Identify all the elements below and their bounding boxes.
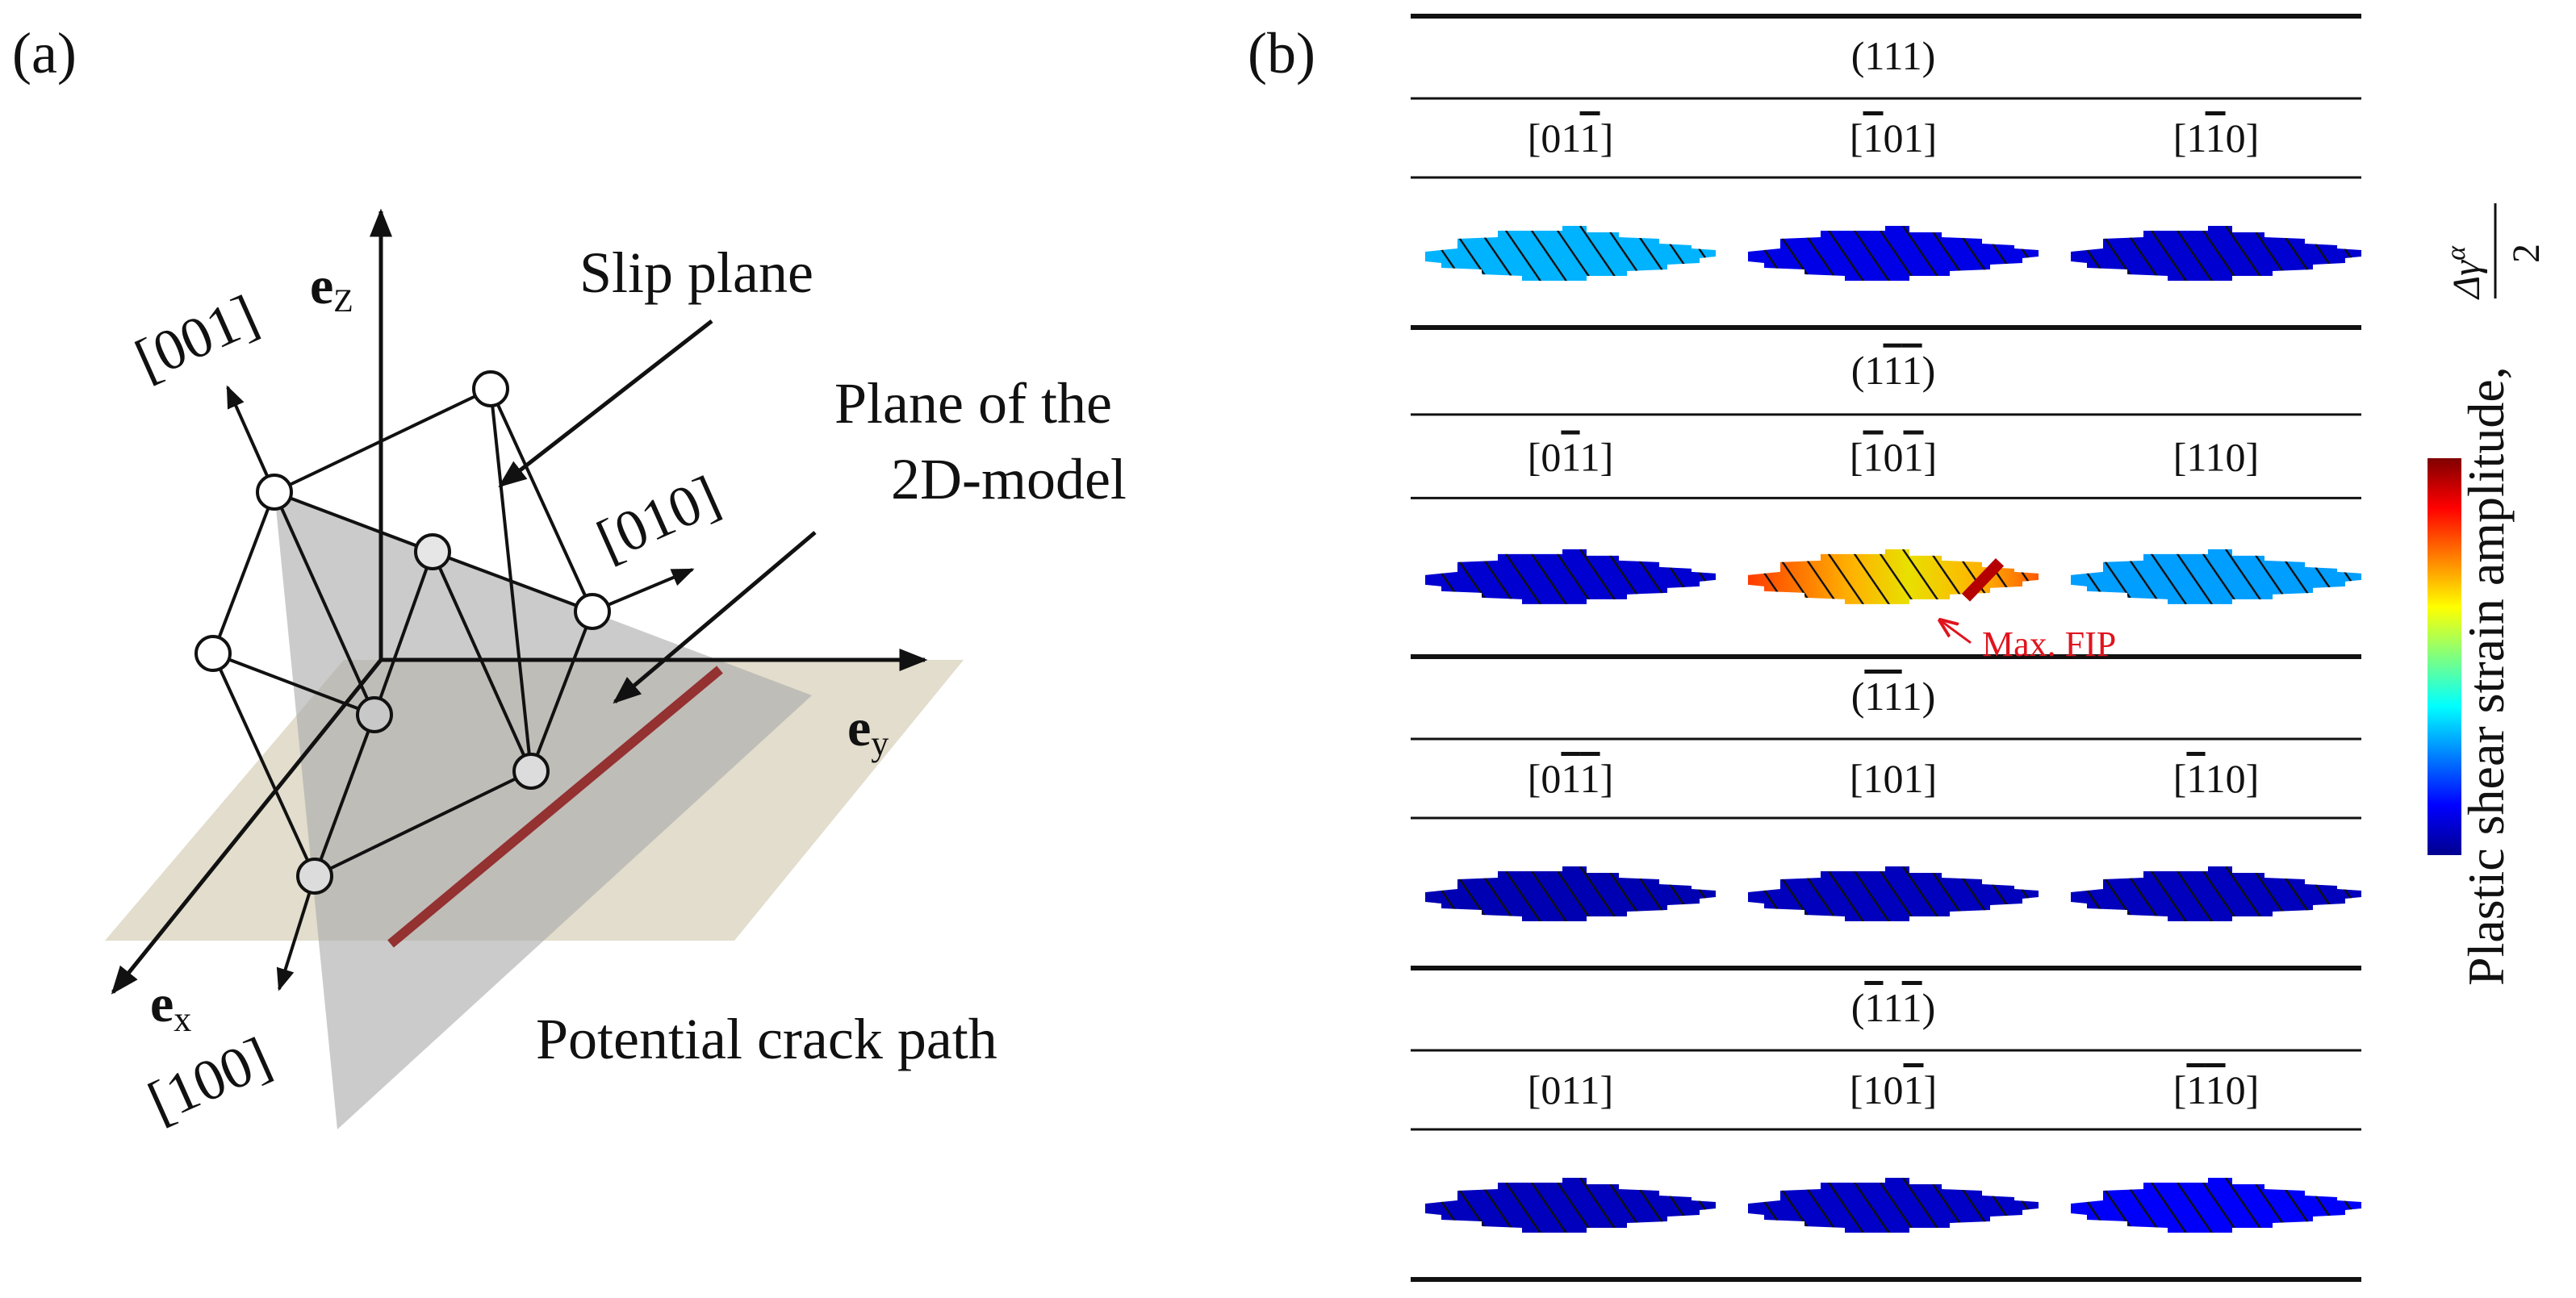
panel-a-label: (a)	[12, 21, 77, 86]
slip-direction-label: [110]	[2173, 435, 2259, 480]
grain-cell	[2071, 866, 2361, 921]
slip-direction-label: [110]	[2173, 115, 2259, 161]
grain-max-fip	[1748, 549, 2039, 604]
colorbar-label: Plastic shear strain amplitude, Δγα 2	[2441, 203, 2548, 986]
crack-path-line	[387, 666, 723, 948]
grain-cell	[1425, 1178, 1716, 1233]
model-plane-label-2: 2D-model	[891, 447, 1127, 511]
crystal-cell	[211, 387, 594, 878]
slip-plane-label: Slip plane	[579, 240, 813, 305]
grain-cell	[1425, 549, 1716, 604]
dir-010-label: [010]	[588, 463, 729, 574]
slip-direction-label: [101]	[1850, 115, 1937, 161]
max-fip-annotation: Max. FIP	[1940, 620, 2116, 664]
slip-direction-label: [110]	[2173, 1067, 2259, 1112]
grain-cell	[2071, 226, 2361, 281]
dir-100-label: [100]	[139, 1025, 280, 1135]
colorbar-label-text: Plastic shear strain amplitude,	[2457, 366, 2515, 986]
colorbar	[2428, 458, 2461, 855]
slip-direction-label: [011]	[1528, 1067, 1613, 1112]
axis-y-label: ey	[847, 699, 889, 763]
arrow-100	[276, 875, 316, 991]
slip-system-table	[1411, 14, 2361, 1282]
slip-system-cells: (111) [011] [101] [110] (111) [011] [101] Max. …	[1425, 33, 2361, 1233]
panel-b-label: (b)	[1248, 21, 1315, 86]
plane-header: (111)	[1851, 985, 1936, 1030]
grain-cell	[1748, 1178, 2039, 1233]
colorbar-formula-den: 2	[2505, 244, 2548, 263]
grain-cell	[1425, 226, 1716, 281]
grain-cell	[1425, 866, 1716, 921]
slip-direction-label: [101]	[1850, 756, 1937, 801]
colorbar-formula-num: Δγα	[2441, 245, 2488, 300]
max-fip-label: Max. FIP	[1982, 624, 2116, 664]
panel-a: (a)	[12, 21, 1127, 1135]
slip-direction-label: [011]	[1528, 115, 1613, 161]
slip-direction-label: [011]	[1528, 435, 1613, 480]
max-fip-band	[1961, 557, 2005, 602]
slip-direction-label: [110]	[2173, 756, 2259, 801]
axis-x	[111, 658, 383, 995]
axis-x-label: ex	[150, 975, 191, 1039]
slip-direction-label: [101]	[1850, 435, 1937, 480]
grain-cell	[2071, 549, 2361, 604]
crack-path-label: Potential crack path	[536, 1007, 997, 1071]
grain-cell	[2071, 1178, 2361, 1233]
grain-cell	[1748, 226, 2039, 281]
grain-cell	[1748, 866, 2039, 921]
model-plane-label-1: Plane of the	[834, 371, 1112, 436]
panel-b: (b) (111) [011] [101] [110] (111) [011] [101] M…	[1248, 14, 2548, 1282]
arrow-001	[226, 385, 276, 493]
slip-plane-pointer	[498, 319, 713, 488]
model-plane-pointer	[613, 531, 817, 704]
atoms	[194, 370, 611, 895]
slip-direction-label: [101]	[1850, 1067, 1937, 1112]
dir-001-label: [001]	[126, 282, 267, 393]
plane-header: (111)	[1851, 33, 1936, 78]
plane-header: (111)	[1851, 674, 1936, 719]
plane-header: (111)	[1851, 348, 1936, 393]
slip-direction-label: [011]	[1528, 756, 1613, 801]
axis-z-label: eZ	[310, 257, 353, 319]
